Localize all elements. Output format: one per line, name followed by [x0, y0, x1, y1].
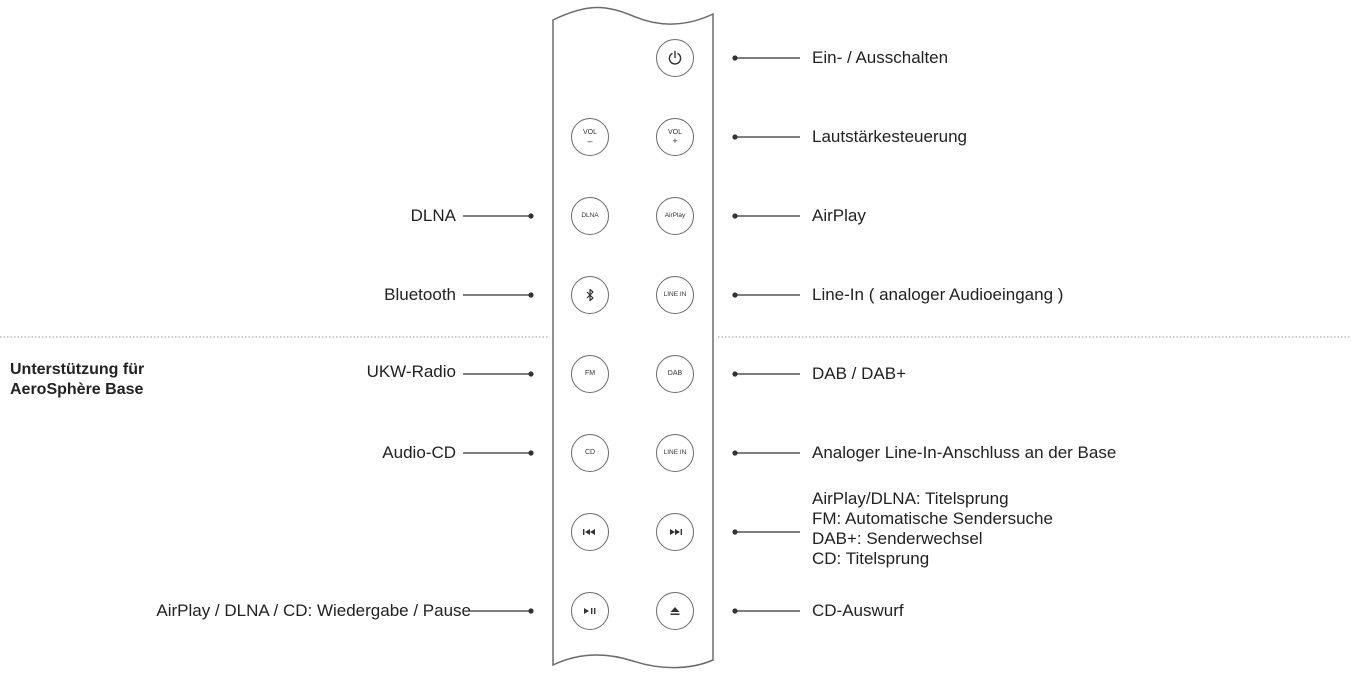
label-skip-functions: AirPlay/DLNA: Titelsprung FM: Automatisc…	[812, 489, 1053, 569]
label-play-pause: AirPlay / DLNA / CD: Wiedergabe / Pause	[156, 601, 471, 620]
eject-icon	[670, 607, 680, 615]
vol-minus-sign: –	[587, 136, 593, 146]
play-pause-button[interactable]	[571, 592, 609, 630]
fm-button[interactable]: FM	[571, 355, 609, 393]
power-button[interactable]	[656, 39, 694, 77]
label-dab: DAB / DAB+	[812, 364, 907, 383]
section-title-base-support: Unterstützung für AeroSphère Base	[10, 360, 144, 400]
airplay-button-label: AirPlay	[664, 212, 686, 219]
label-volume: Lautstärkesteuerung	[812, 127, 967, 146]
power-icon	[668, 50, 682, 65]
label-power: Ein- / Ausschalten	[812, 48, 949, 67]
previous-track-icon	[583, 529, 595, 535]
cd-button-label: CD	[584, 449, 596, 456]
label-airplay: AirPlay	[812, 206, 866, 225]
label-bluetooth: Bluetooth	[384, 285, 456, 304]
dab-button[interactable]: DAB	[656, 355, 694, 393]
section-title-line-1: Unterstützung für	[10, 361, 145, 378]
airplay-button[interactable]: AirPlay	[656, 197, 694, 235]
fm-button-label: FM	[584, 370, 596, 377]
dlna-button-label: DLNA	[581, 212, 599, 219]
vol-plus-sign: +	[672, 136, 678, 146]
left-connectors	[463, 213, 534, 614]
next-track-icon	[670, 529, 682, 535]
label-skip-line-3: DAB+: Senderwechsel	[812, 529, 983, 548]
previous-track-button[interactable]	[571, 513, 609, 551]
right-connectors	[732, 55, 800, 614]
eject-button[interactable]	[656, 592, 694, 630]
label-eject: CD-Auswurf	[812, 601, 904, 620]
dab-button-label: DAB	[667, 370, 683, 377]
dlna-button[interactable]: DLNA	[571, 197, 609, 235]
line-in-button-label: LINE IN	[663, 291, 687, 298]
next-track-button[interactable]	[656, 513, 694, 551]
label-line-in-base: Analoger Line-In-Anschluss an der Base	[812, 443, 1117, 462]
remote-body-outline	[552, 6, 714, 669]
line-in-base-button[interactable]: LINE IN	[656, 434, 694, 472]
label-line-in: Line-In ( analoger Audioeingang )	[812, 285, 1064, 304]
line-in-button[interactable]: LINE IN	[656, 276, 694, 314]
vol-plus-top: VOL	[667, 129, 682, 136]
label-dlna: DLNA	[410, 206, 456, 225]
label-skip-line-2: FM: Automatische Sendersuche	[812, 509, 1053, 528]
section-title-line-2: AeroSphère Base	[10, 381, 144, 398]
label-skip-line-1: AirPlay/DLNA: Titelsprung	[812, 489, 1009, 508]
label-ukw-radio: UKW-Radio	[366, 362, 456, 381]
label-skip-line-4: CD: Titelsprung	[812, 549, 930, 568]
volume-up-button[interactable]: VOL +	[656, 118, 694, 156]
play-pause-icon	[584, 608, 596, 614]
vol-minus-top: VOL	[582, 129, 597, 136]
label-audio-cd: Audio-CD	[382, 443, 456, 462]
line-in-base-button-label: LINE IN	[663, 449, 687, 456]
bluetooth-button[interactable]	[571, 276, 609, 314]
cd-button[interactable]: CD	[571, 434, 609, 472]
bluetooth-icon	[586, 288, 594, 302]
volume-down-button[interactable]: VOL –	[571, 118, 609, 156]
